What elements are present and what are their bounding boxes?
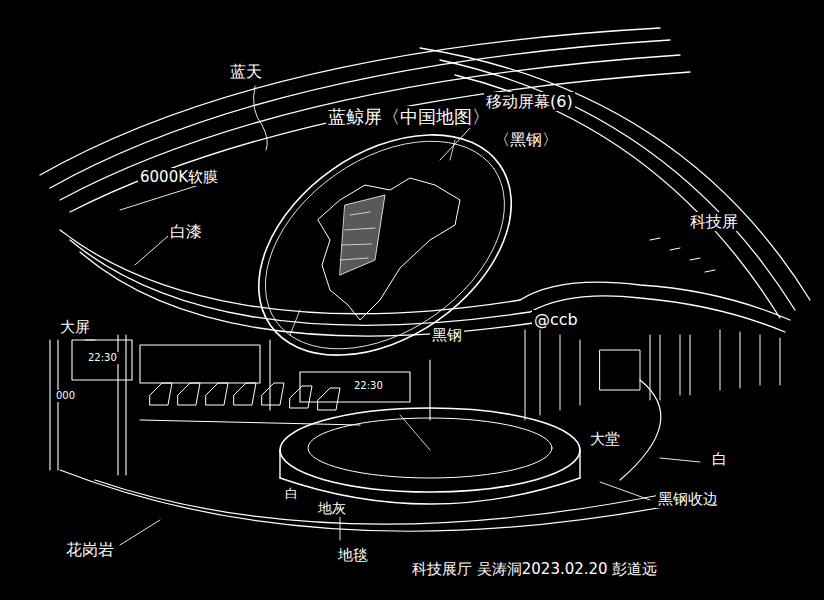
annotation: 黑钢收边 bbox=[656, 490, 720, 508]
annotation: @ccb bbox=[532, 310, 580, 329]
annotation: 22:30 bbox=[86, 352, 119, 364]
ceiling-bands bbox=[40, 28, 810, 336]
annotation: 科技展厅 吴涛洞2023.02.20 彭道远 bbox=[410, 560, 659, 578]
annotation: 000 bbox=[54, 390, 77, 402]
annotation: 白 bbox=[283, 486, 300, 502]
annotation: 〈黑钢〉 bbox=[492, 130, 560, 149]
left-wall bbox=[50, 335, 430, 475]
annotation: 白漆 bbox=[168, 222, 204, 241]
leader-lines bbox=[85, 86, 700, 545]
annotation: 大屏 bbox=[58, 318, 92, 336]
annotation: 科技屏 bbox=[688, 212, 740, 231]
annotation: 地灰 bbox=[316, 500, 348, 517]
annotation: 6000K软膜 bbox=[138, 168, 220, 186]
round-desk bbox=[280, 408, 580, 504]
floor-lines bbox=[60, 380, 700, 531]
annotation: 蓝鲸屏〈中国地图〉 bbox=[326, 106, 492, 128]
annotation: 花岗岩 bbox=[64, 540, 116, 559]
annotation: 白 bbox=[710, 450, 729, 468]
annotation: 蓝天 bbox=[228, 62, 264, 81]
annotation: 黑钢 bbox=[430, 326, 464, 344]
annotation: 大堂 bbox=[588, 430, 622, 448]
annotation: 22:30 bbox=[352, 380, 385, 392]
annotation: 地毯 bbox=[336, 546, 370, 564]
annotation: 移动屏幕(6) bbox=[484, 92, 575, 111]
